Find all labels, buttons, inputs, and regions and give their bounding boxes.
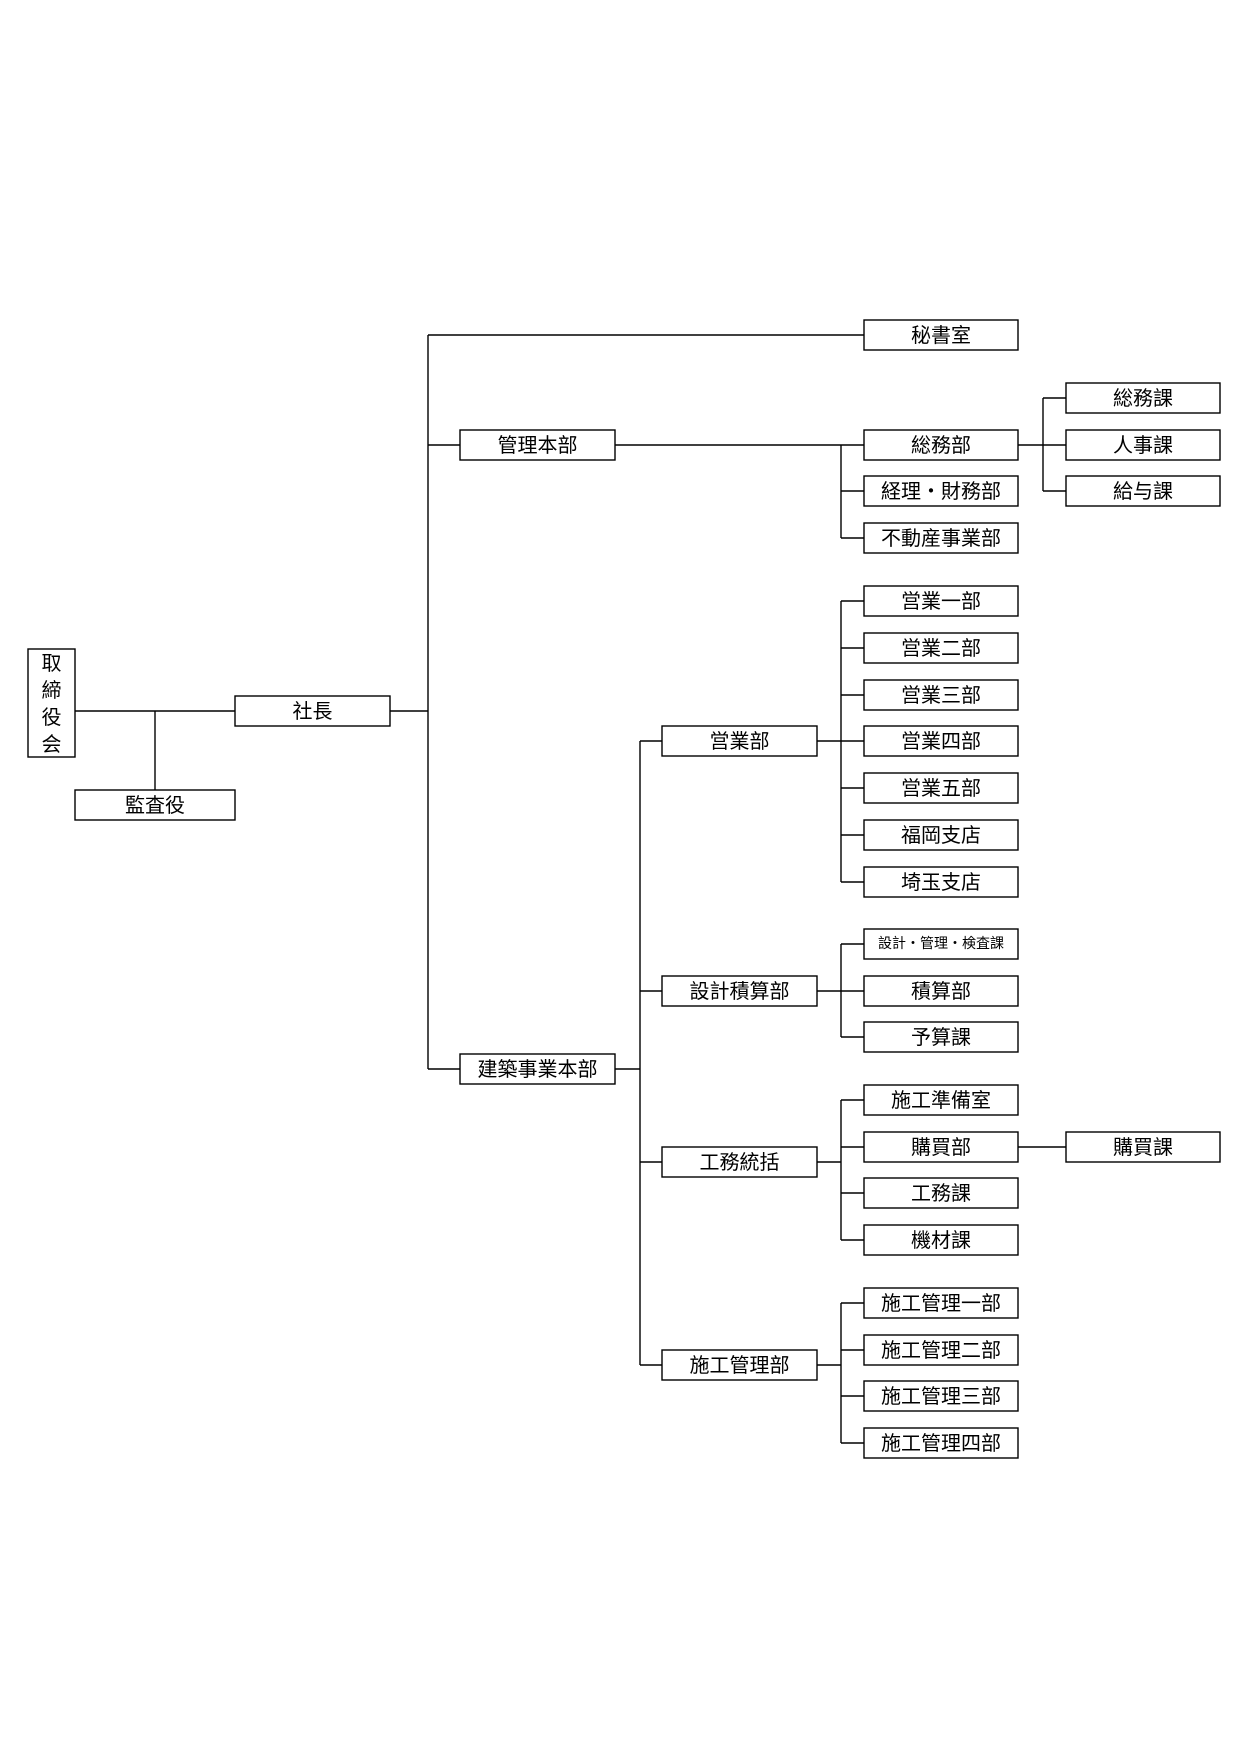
sales-unit-label: 営業五部 [901, 776, 981, 800]
board-box: 取締役会 [27, 648, 76, 758]
saitama-branch-label: 埼玉支店 [901, 870, 981, 894]
design-estimation-dept-box: 設計積算部 [661, 975, 818, 1007]
general-affairs-dept-label: 総務部 [911, 433, 971, 457]
construction-mgmt-unit-1-box: 施工管理一部 [863, 1287, 1019, 1319]
construction-mgmt-unit-3-box: 施工管理三部 [863, 1380, 1019, 1412]
auditor-label: 監査役 [125, 793, 185, 817]
construction-hq-box: 建築事業本部 [459, 1053, 616, 1085]
sales-unit-1-box: 営業一部 [863, 585, 1019, 617]
sales-unit-4-box: 営業四部 [863, 725, 1019, 757]
hr-section-label: 人事課 [1113, 433, 1173, 457]
real-estate-dept-box: 不動産事業部 [863, 522, 1019, 554]
sales-unit-label: 営業一部 [901, 589, 981, 613]
board-label: 取締役会 [42, 651, 62, 756]
accounting-dept-box: 経理・財務部 [863, 475, 1019, 507]
fukuoka-branch-label: 福岡支店 [901, 823, 981, 847]
president-box: 社長 [234, 695, 391, 727]
construction-prep-office-label: 施工準備室 [891, 1088, 991, 1112]
construction-mgmt-unit-2-box: 施工管理二部 [863, 1334, 1019, 1366]
real-estate-dept-label: 不動産事業部 [881, 526, 1001, 550]
secretary-office-label: 秘書室 [911, 323, 971, 347]
budget-section-label: 予算課 [911, 1025, 971, 1049]
admin-hq-label: 管理本部 [498, 433, 578, 457]
works-supervision-box: 工務統括 [661, 1146, 818, 1178]
construction-mgmt-dept-label: 施工管理部 [690, 1353, 790, 1377]
sales-unit-2-box: 営業二部 [863, 632, 1019, 664]
construction-mgmt-unit-4-box: 施工管理四部 [863, 1427, 1019, 1459]
construction-hq-label: 建築事業本部 [478, 1057, 598, 1081]
equipment-section-box: 機材課 [863, 1224, 1019, 1256]
sales-unit-label: 営業二部 [901, 636, 981, 660]
purchasing-section-box: 購買課 [1065, 1131, 1221, 1163]
president-label: 社長 [293, 699, 333, 723]
admin-hq-box: 管理本部 [459, 429, 616, 461]
saitama-branch-box: 埼玉支店 [863, 866, 1019, 898]
design-inspection-section-label: 設計・管理・検査課 [878, 936, 1004, 952]
construction-mgmt-unit-label: 施工管理二部 [881, 1338, 1001, 1362]
general-affairs-section-box: 総務課 [1065, 382, 1221, 414]
construction-mgmt-unit-label: 施工管理一部 [881, 1291, 1001, 1315]
sales-unit-label: 営業三部 [901, 683, 981, 707]
estimation-dept-label: 積算部 [911, 979, 971, 1003]
estimation-dept-box: 積算部 [863, 975, 1019, 1007]
purchasing-dept-label: 購買部 [911, 1135, 971, 1159]
payroll-section-label: 給与課 [1113, 479, 1173, 503]
auditor-box: 監査役 [74, 789, 236, 821]
sales-dept-label: 営業部 [710, 729, 770, 753]
fukuoka-branch-box: 福岡支店 [863, 819, 1019, 851]
sales-unit-label: 営業四部 [901, 729, 981, 753]
accounting-dept-label: 経理・財務部 [881, 479, 1001, 503]
works-section-box: 工務課 [863, 1177, 1019, 1209]
budget-section-box: 予算課 [863, 1021, 1019, 1053]
construction-mgmt-unit-label: 施工管理三部 [881, 1384, 1001, 1408]
general-affairs-dept-box: 総務部 [863, 429, 1019, 461]
construction-prep-office-box: 施工準備室 [863, 1084, 1019, 1116]
hr-section-box: 人事課 [1065, 429, 1221, 461]
equipment-section-label: 機材課 [911, 1228, 971, 1252]
general-affairs-section-label: 総務課 [1113, 386, 1173, 410]
connector-lines [75, 334, 1066, 1444]
construction-mgmt-unit-label: 施工管理四部 [881, 1431, 1001, 1455]
design-inspection-section-box: 設計・管理・検査課 [863, 928, 1019, 960]
purchasing-dept-box: 購買部 [863, 1131, 1019, 1163]
purchasing-section-label: 購買課 [1113, 1135, 1173, 1159]
sales-dept-box: 営業部 [661, 725, 818, 757]
construction-mgmt-dept-box: 施工管理部 [661, 1349, 818, 1381]
sales-unit-3-box: 営業三部 [863, 679, 1019, 711]
payroll-section-box: 給与課 [1065, 475, 1221, 507]
works-supervision-label: 工務統括 [700, 1150, 780, 1174]
secretary-office-box: 秘書室 [863, 319, 1019, 351]
design-estimation-dept-label: 設計積算部 [690, 979, 790, 1003]
sales-unit-5-box: 営業五部 [863, 772, 1019, 804]
works-section-label: 工務課 [911, 1181, 971, 1205]
